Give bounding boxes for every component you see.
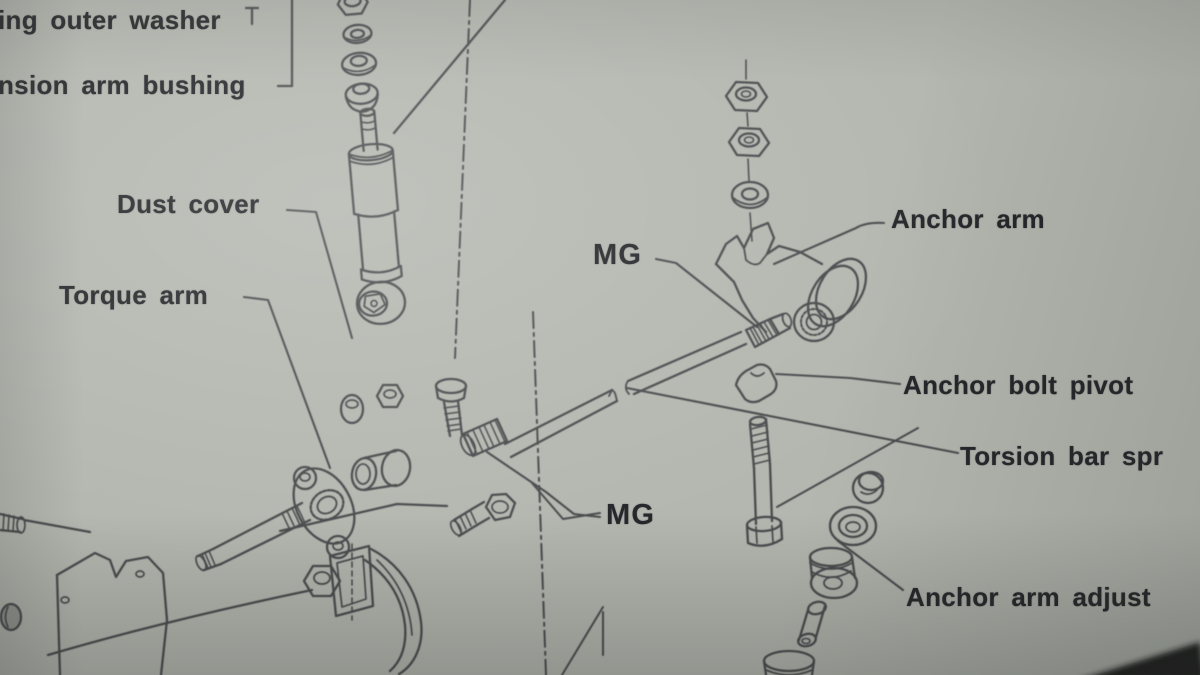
label-mg-upper: MG bbox=[593, 239, 643, 271]
label-arm-bushing: nsion arm bushing bbox=[0, 70, 246, 100]
label-anchor-arm: Anchor arm bbox=[891, 204, 1045, 234]
label-anchor-bolt-pivot: Anchor bolt pivot bbox=[903, 370, 1134, 400]
label-outer-washer: ing outer washer bbox=[0, 5, 221, 35]
label-mg-lower: MG bbox=[606, 499, 656, 531]
label-torsion-bar-spring: Torsion bar spr bbox=[960, 441, 1164, 471]
label-dust-cover: Dust cover bbox=[117, 189, 260, 219]
label-torque-arm: Torque arm bbox=[59, 280, 209, 310]
label-anchor-arm-adjusting: Anchor arm adjust bbox=[906, 582, 1151, 612]
